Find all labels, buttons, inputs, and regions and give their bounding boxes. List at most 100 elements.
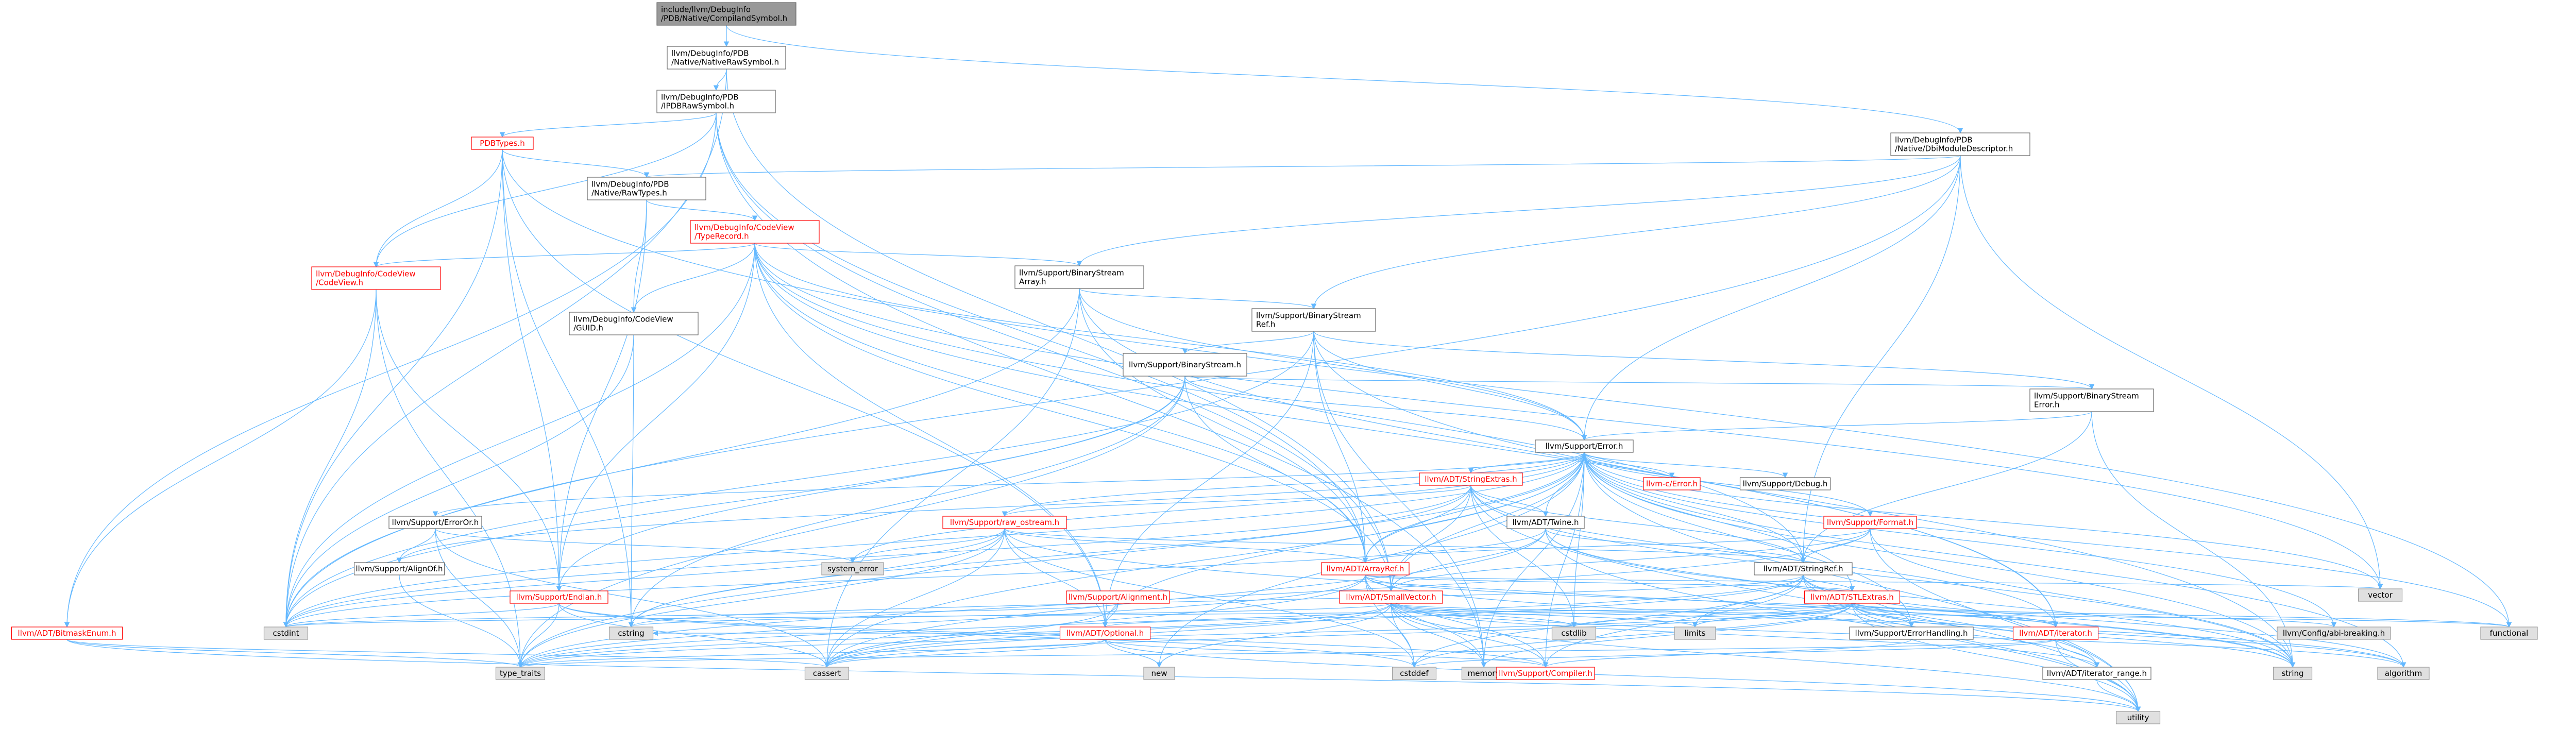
- edge-rso-to-cassert: [824, 528, 1005, 668]
- edge-endian-to-tt: [517, 603, 560, 668]
- node-stl[interactable]: llvm/ADT/STLExtras.h: [1804, 590, 1901, 604]
- edge-stl-to-iterrange: [1852, 603, 2100, 668]
- edge-se-to-iter: [1470, 485, 2059, 628]
- edge-endian-to-cstddef: [558, 603, 1417, 668]
- node-comp[interactable]: llvm/Support/Compiler.h: [1496, 667, 1595, 680]
- node-bsa-box: [1014, 265, 1144, 289]
- node-cstdint-label-line: cstdint: [273, 629, 299, 638]
- node-bsa-label-line: llvm/Support/BinaryStream: [1019, 268, 1124, 278]
- node-iterrange[interactable]: llvm/ADT/iterator_range.h: [2042, 667, 2151, 680]
- edge-err-to-cerr: [1584, 452, 1675, 479]
- node-endian[interactable]: llvm/Support/Endian.h: [510, 590, 608, 604]
- node-tt: type_traits: [495, 667, 546, 680]
- node-bs[interactable]: llvm/Support/BinaryStream.h: [1123, 353, 1247, 377]
- node-err-label-line: llvm/Support/Error.h: [1546, 442, 1623, 451]
- edge-bme-to-tt: [66, 639, 523, 668]
- node-align[interactable]: llvm/Support/Alignment.h: [1066, 590, 1170, 604]
- edge-nrs-to-ipr: [713, 69, 727, 91]
- node-aref[interactable]: llvm/ADT/ArrayRef.h: [1321, 562, 1410, 575]
- node-opt[interactable]: llvm/ADT/Optional.h: [1059, 626, 1151, 640]
- edge-bs-to-cstring: [628, 376, 1185, 628]
- edge-svec-to-limits: [1391, 603, 1698, 628]
- edge-cvtr-to-bsa: [754, 243, 1082, 267]
- edge-cv-to-tt: [376, 289, 523, 668]
- node-cfg-label-line: llvm/Config/abi-breaking.h: [2283, 629, 2385, 638]
- node-ao[interactable]: llvm/Support/AlignOf.h: [353, 562, 445, 575]
- node-dmd[interactable]: llvm/DebugInfo/PDB/Native/DbiModuleDescr…: [1890, 132, 2030, 156]
- edge-se-to-aref: [1362, 485, 1471, 564]
- edge-rso-to-aref: [1004, 528, 1368, 564]
- edge-bsa-to-err: [1079, 288, 1587, 441]
- edge-se-to-rso: [1002, 485, 1471, 517]
- node-cv[interactable]: llvm/DebugInfo/CodeView/CodeView.h: [311, 266, 441, 290]
- node-bme[interactable]: llvm/ADT/BitmaskEnum.h: [11, 626, 123, 640]
- node-bme-label-line: llvm/ADT/BitmaskEnum.h: [18, 629, 116, 638]
- edge-cvtr-to-svec: [754, 243, 1394, 592]
- edge-ipr-to-memory: [716, 112, 1487, 668]
- node-pdbt[interactable]: PDBTypes.h: [471, 137, 534, 150]
- node-endian-box: [510, 590, 608, 604]
- node-rso[interactable]: llvm/Support/raw_ostream.h: [942, 516, 1067, 529]
- node-guid[interactable]: llvm/DebugInfo/CodeView/GUID.h: [569, 312, 699, 335]
- edge-opt-to-tt: [518, 639, 1106, 668]
- node-cvtr[interactable]: llvm/DebugInfo/CodeView/TypeRecord.h: [690, 220, 820, 244]
- edge-dmd-to-bsa: [1076, 155, 1961, 267]
- node-root[interactable]: include/llvm/DebugInfo/PDB/Native/Compil…: [656, 2, 796, 26]
- edge-bs-to-bse: [1184, 376, 2094, 390]
- edge-pdbt-to-functional: [502, 149, 2512, 628]
- edge-ipr-to-cv: [373, 112, 717, 268]
- edge-twine-to-svec: [1388, 528, 1546, 592]
- edge-aref-to-vector: [1365, 574, 2382, 590]
- node-cerr[interactable]: llvm-c/Error.h: [1643, 477, 1701, 490]
- edge-sref-to-string: [1803, 574, 2296, 668]
- node-limits-box: [1674, 626, 1716, 640]
- edge-guid-to-cstdint: [283, 334, 634, 628]
- node-fmt[interactable]: llvm/Support/Format.h: [1823, 516, 1917, 529]
- node-eor[interactable]: llvm/Support/ErrorOr.h: [388, 516, 482, 529]
- edge-eor-to-syserr: [435, 528, 856, 564]
- edge-err-to-tt: [517, 452, 1585, 668]
- edge-iter-to-tt: [518, 639, 2056, 668]
- edge-cvtr-to-aref: [754, 243, 1368, 564]
- edge-err-to-dbg: [1584, 452, 1788, 479]
- node-err[interactable]: llvm/Support/Error.h: [1535, 439, 1634, 453]
- edge-opt-to-cassert: [824, 639, 1106, 668]
- node-ehand[interactable]: llvm/Support/ErrorHandling.h: [1849, 626, 1974, 640]
- node-opt-box: [1059, 626, 1151, 640]
- edge-sref-to-tt: [517, 574, 1804, 668]
- node-sref[interactable]: llvm/ADT/StringRef.h: [1754, 562, 1853, 575]
- edge-svec-to-utility: [1391, 603, 2141, 713]
- node-twine[interactable]: llvm/ADT/Twine.h: [1506, 516, 1585, 529]
- node-se-box: [1419, 472, 1523, 486]
- edge-pdbt-to-endian: [502, 149, 562, 592]
- edge-sref-to-cstring: [629, 574, 1804, 628]
- node-rawt[interactable]: llvm/DebugInfo/PDB/Native/RawTypes.h: [587, 177, 706, 200]
- node-dbg-label-line: llvm/Support/Debug.h: [1743, 479, 1828, 488]
- node-svec[interactable]: llvm/ADT/SmallVector.h: [1339, 590, 1443, 604]
- node-cassert-box: [804, 667, 850, 680]
- node-cassert: cassert: [804, 667, 850, 680]
- node-cerr-label-line: llvm-c/Error.h: [1646, 479, 1698, 488]
- edge-bme-to-utility: [66, 639, 2141, 713]
- node-se[interactable]: llvm/ADT/StringExtras.h: [1419, 472, 1523, 486]
- node-functional-box: [2480, 626, 2538, 640]
- node-bme-box: [11, 626, 123, 640]
- node-vector: vector: [2358, 588, 2403, 602]
- node-cstdlib-label-line: cstdlib: [1561, 629, 1586, 638]
- node-nrs[interactable]: llvm/DebugInfo/PDB/Native/NativeRawSymbo…: [667, 46, 786, 70]
- edge-rso-to-opt: [1004, 528, 1108, 628]
- edge-err-to-eor: [432, 452, 1585, 517]
- node-iter[interactable]: llvm/ADT/iterator.h: [2012, 626, 2099, 640]
- edge-stl-to-cfg: [1852, 603, 2337, 628]
- node-string-label-line: string: [2281, 669, 2303, 678]
- edge-bsr-to-memory: [1313, 331, 1487, 668]
- node-dbg[interactable]: llvm/Support/Debug.h: [1739, 477, 1831, 490]
- node-ipr-box: [656, 90, 776, 113]
- edge-dmd-to-bsr: [1311, 155, 1961, 310]
- node-ipr[interactable]: llvm/DebugInfo/PDB/IPDBRawSymbol.h: [656, 90, 776, 113]
- edge-err-to-algorithm: [1584, 452, 2406, 668]
- node-string-box: [2273, 667, 2313, 680]
